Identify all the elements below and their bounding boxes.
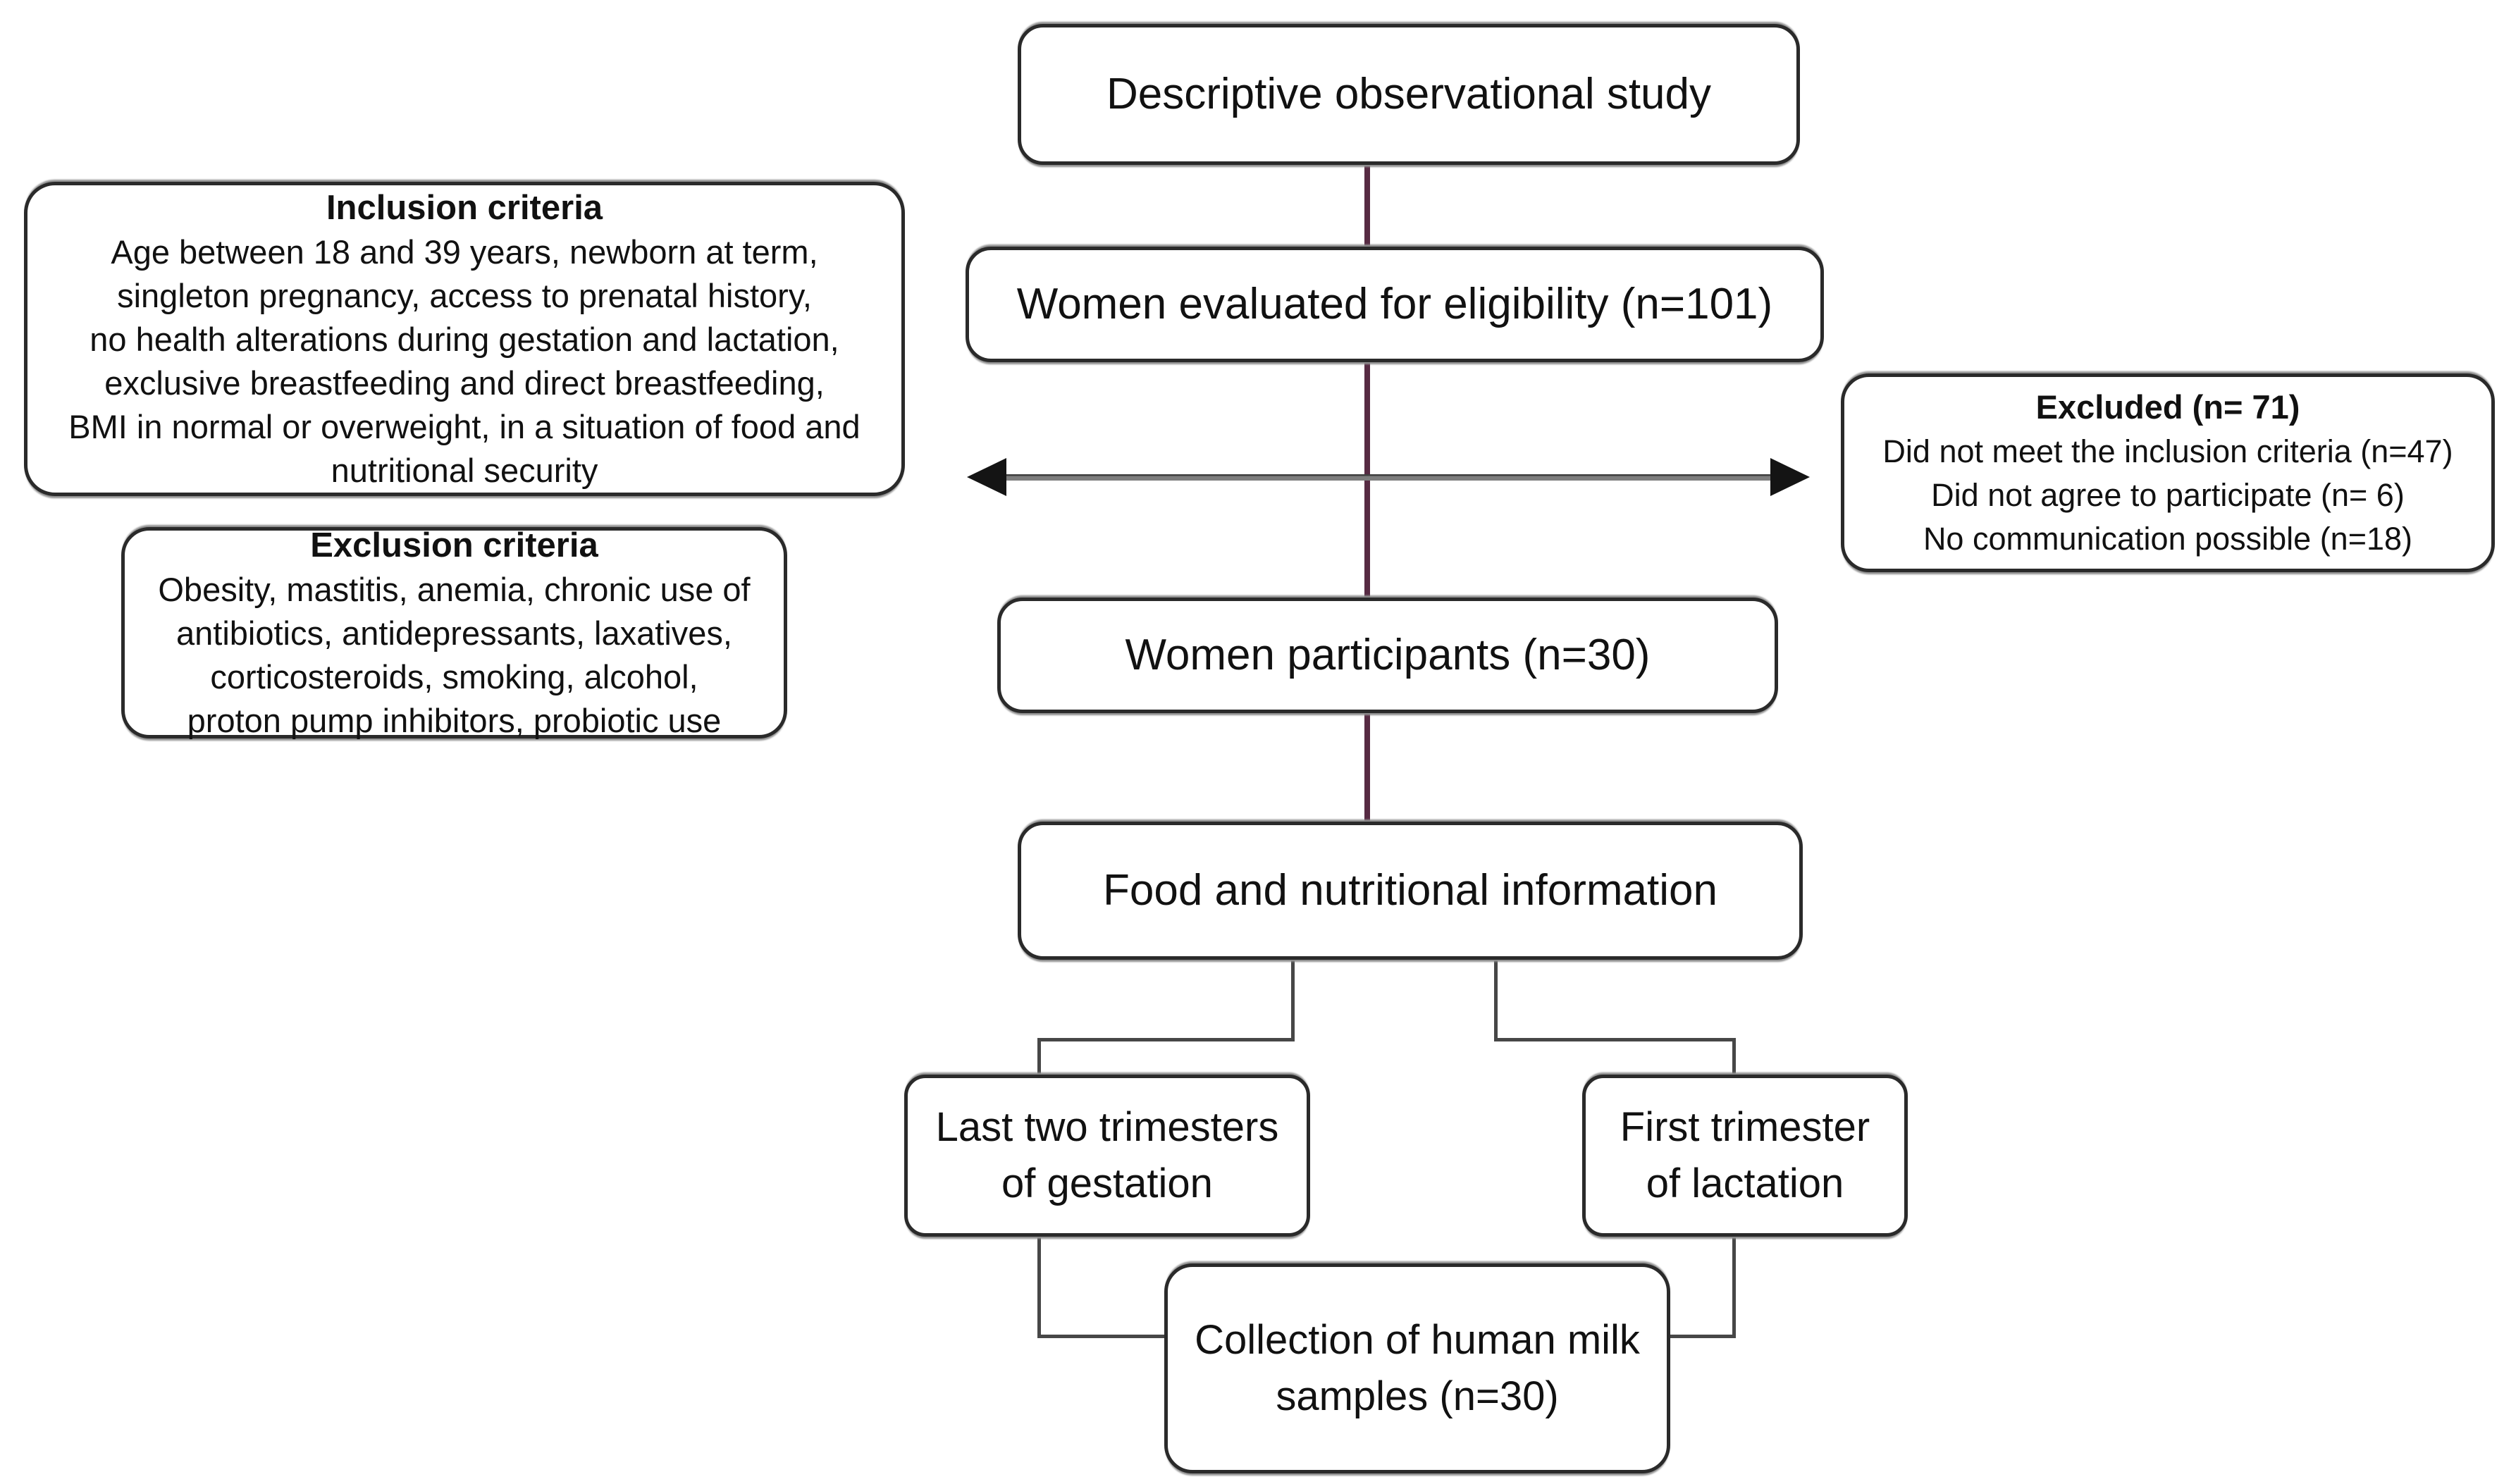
box-gestation: Last two trimesters of gestation bbox=[904, 1075, 1310, 1237]
inclusion-criteria-title: Inclusion criteria bbox=[326, 189, 603, 227]
inclusion-criteria-line: exclusive breastfeeding and direct breas… bbox=[104, 364, 825, 402]
arrow-left-icon bbox=[967, 458, 1006, 496]
arrow-right-icon bbox=[1770, 458, 1810, 496]
exclusion-criteria-line: corticosteroids, smoking, alcohol, bbox=[210, 658, 698, 695]
gestation-line: Last two trimesters bbox=[935, 1104, 1279, 1150]
exclusion-criteria-line: Obesity, mastitis, anemia, chronic use o… bbox=[158, 571, 751, 608]
exclusion-criteria-line: antibiotics, antidepressants, laxatives, bbox=[176, 614, 732, 652]
connector-food-right-stub bbox=[1732, 1038, 1736, 1076]
lactation-line: of lactation bbox=[1646, 1161, 1844, 1206]
exclusion-criteria-title: Exclusion criteria bbox=[310, 526, 598, 564]
exclusion-criteria-line: proton pump inhibitors, probiotic use bbox=[187, 702, 722, 739]
lactation-line: First trimester bbox=[1620, 1104, 1870, 1150]
box-lactation: First trimester of lactation bbox=[1582, 1075, 1908, 1237]
connector-food-right-down bbox=[1494, 958, 1498, 1041]
box-excluded: Excluded (n= 71) Did not meet the inclus… bbox=[1841, 373, 2495, 572]
excluded-title: Excluded (n= 71) bbox=[2035, 388, 2300, 426]
descriptive-study-label: Descriptive observational study bbox=[1106, 70, 1712, 118]
double-arrow-shaft bbox=[987, 474, 1784, 481]
excluded-line: Did not meet the inclusion criteria (n=4… bbox=[1882, 433, 2453, 469]
excluded-line: Did not agree to participate (n= 6) bbox=[1931, 477, 2405, 513]
box-participants: Women participants (n=30) bbox=[997, 598, 1778, 713]
box-collection: Collection of human milk samples (n=30) bbox=[1164, 1263, 1670, 1473]
connector-food-left-stub bbox=[1037, 1038, 1041, 1076]
collection-line: samples (n=30) bbox=[1276, 1373, 1559, 1419]
eligibility-label: Women evaluated for eligibility (n=101) bbox=[1016, 280, 1773, 328]
connector-food-left-horizontal bbox=[1037, 1038, 1295, 1041]
connector-food-right-horizontal bbox=[1494, 1038, 1736, 1041]
inclusion-criteria-line: singleton pregnancy, access to prenatal … bbox=[117, 277, 812, 314]
box-eligibility: Women evaluated for eligibility (n=101) bbox=[966, 247, 1824, 362]
connector-lactation-into-collection bbox=[1667, 1335, 1736, 1338]
inclusion-criteria-line: nutritional security bbox=[331, 452, 598, 489]
box-inclusion-criteria: Inclusion criteria Age between 18 and 39… bbox=[24, 182, 905, 496]
gestation-line: of gestation bbox=[1001, 1161, 1213, 1206]
collection-line: Collection of human milk bbox=[1195, 1317, 1640, 1363]
participants-label: Women participants (n=30) bbox=[1125, 631, 1651, 679]
food-information-label: Food and nutritional information bbox=[1103, 866, 1717, 915]
inclusion-criteria-line: no health alterations during gestation a… bbox=[90, 321, 839, 358]
connector-gestation-down bbox=[1037, 1235, 1041, 1338]
excluded-line: No communication possible (n=18) bbox=[1923, 521, 2413, 557]
inclusion-criteria-line: BMI in normal or overweight, in a situat… bbox=[68, 408, 861, 445]
connector-study-to-eligibility bbox=[1364, 162, 1370, 249]
box-food-information: Food and nutritional information bbox=[1018, 822, 1803, 960]
inclusion-criteria-line: Age between 18 and 39 years, newborn at … bbox=[111, 233, 818, 271]
connector-lactation-down bbox=[1732, 1235, 1736, 1338]
connector-participants-to-food bbox=[1364, 712, 1370, 823]
connector-gestation-into-collection bbox=[1037, 1335, 1166, 1338]
box-exclusion-criteria: Exclusion criteria Obesity, mastitis, an… bbox=[121, 526, 787, 739]
box-descriptive-study: Descriptive observational study bbox=[1018, 24, 1800, 165]
connector-food-left-down bbox=[1291, 958, 1295, 1041]
